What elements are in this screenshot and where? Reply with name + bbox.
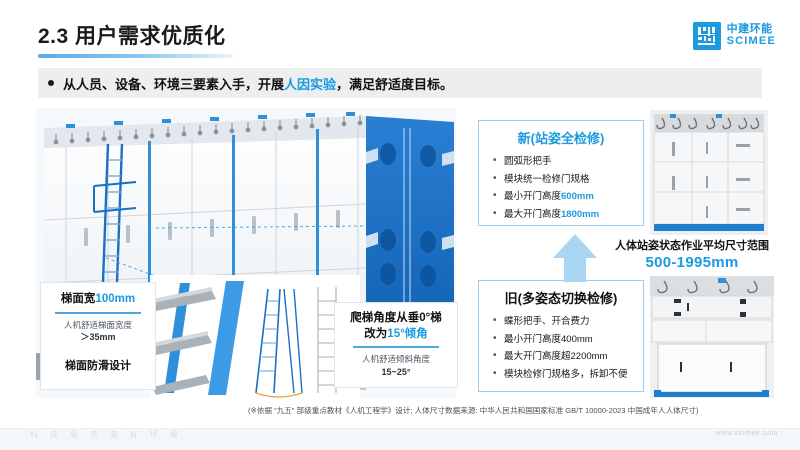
- old-design-title: 旧(多姿态切换检修): [504, 291, 618, 306]
- brand-name-cn: 中建环能: [726, 23, 773, 36]
- key-point-highlight: 人因实验: [284, 76, 337, 92]
- old-item-0-text: 蝶形把手、开合费力: [504, 316, 590, 327]
- stair-width-heading-plain: 梯面宽: [60, 293, 96, 305]
- list-item: 模块统一检修门规格: [493, 170, 643, 189]
- stair-width-heading-value: 100mm: [95, 293, 136, 305]
- brand-name-en: SCIMEE: [726, 35, 776, 47]
- human-dimension-range: 人体站姿状态作业平均尺寸范围 500-1995mm: [592, 240, 792, 273]
- page-title-text: 2.3 用户需求优质化: [38, 25, 226, 48]
- list-item: 最小开门高度600mm: [493, 187, 643, 206]
- old-design-list: 蝶形把手、开合费力 最小开门高度400mm 最大开门高度超2200mm 模块检修…: [479, 307, 643, 383]
- bullet-dot-icon: [48, 80, 54, 86]
- scimee-logo-icon: [692, 22, 721, 50]
- footnote-text: (※依据 “九五” 部级重点教材《人机工程学》设计; 人体尺寸数据来源: 中华人…: [248, 406, 699, 415]
- new-item-2-value: 600mm: [561, 191, 594, 203]
- ladder-angle-value: 15°倾角: [387, 327, 428, 340]
- new-item-0-text: 圆弧形把手: [504, 156, 552, 167]
- key-point-pre: 从人员、设备、环境三要素入手，开展: [63, 76, 285, 92]
- old-item-2-text: 最大开门高度超2200mm: [504, 351, 608, 363]
- range-value: 500-1995mm: [645, 253, 739, 271]
- stair-width-footer: 梯面防滑设计: [65, 359, 131, 372]
- stair-width-heading: 梯面宽100mm: [41, 292, 155, 308]
- brand-logo: 中建环能 SCIMEE: [692, 22, 776, 50]
- ladder-angle-sub-2: 15~25°: [381, 366, 411, 377]
- list-item: 最小开门高度400mm: [493, 330, 643, 349]
- up-arrow-icon: [552, 232, 598, 287]
- ladder-angle-card: 爬梯角度从垂0°梯 改为15°倾角 人机舒适倾斜角度 15~25°: [334, 302, 458, 388]
- range-caption: 人体站姿状态作业平均尺寸范围: [615, 240, 769, 252]
- old-item-3-text: 模块检修门规格多，拆卸不便: [504, 368, 628, 380]
- list-item: 最大开门高度1800mm: [493, 205, 643, 224]
- new-design-infobox: 新(站姿全检修) 圆弧形把手 模块统一检修门规格 最小开门高度600mm 最大开…: [478, 120, 644, 226]
- new-item-2-text: 最小开门高度: [504, 191, 562, 203]
- footer-slogan: 科技服务美好环境: [30, 430, 190, 439]
- old-cabinet-photo: [650, 276, 774, 398]
- new-item-3-value: 1800mm: [561, 208, 600, 220]
- ladder-angle-sub-1: 人机舒适倾斜角度: [361, 354, 430, 365]
- new-item-1-text: 模块统一检修门规格: [504, 173, 590, 185]
- inclined-ladder-detail: [150, 275, 360, 400]
- old-design-infobox: 旧(多姿态切换检修) 蝶形把手、开合费力 最小开门高度400mm 最大开门高度超…: [478, 280, 644, 392]
- new-design-list: 圆弧形把手 模块统一检修门规格 最小开门高度600mm 最大开门高度1800mm: [479, 147, 643, 223]
- list-item: 模块检修门规格多，拆卸不便: [493, 365, 643, 384]
- old-item-1-text: 最小开门高度400mm: [504, 333, 593, 345]
- ladder-angle-rule: [353, 346, 439, 349]
- page-title: 2.3 用户需求优质化: [38, 20, 233, 58]
- new-design-title: 新(站姿全检修): [517, 131, 605, 146]
- ladder-angle-heading: 爬梯角度从垂0°梯 改为15°倾角: [335, 311, 457, 342]
- brand-logo-text: 中建环能 SCIMEE: [727, 24, 776, 47]
- stair-width-card: 梯面宽100mm 人机舒适梯面宽度 ＞35mm 梯面防滑设计: [40, 282, 156, 390]
- bottom-bar: [0, 428, 800, 450]
- ladder-angle-line-1: 爬梯角度从垂0°梯: [350, 312, 442, 324]
- list-item: 蝶形把手、开合费力: [493, 312, 643, 331]
- new-item-3-text: 最大开门高度: [504, 208, 562, 220]
- ladder-angle-line-2: 改为15°倾角: [335, 327, 457, 343]
- stair-width-sub-1: 人机舒适梯面宽度: [63, 319, 132, 330]
- key-point-post: ，满足舒适度目标。: [336, 76, 454, 92]
- new-cabinet-photo: [650, 110, 768, 235]
- key-point-bar: 从人员、设备、环境三要素入手，开展人因实验，满足舒适度目标。: [38, 68, 762, 98]
- title-underline: [38, 54, 233, 58]
- list-item: 圆弧形把手: [493, 152, 643, 171]
- footer-website: www.scimee.com: [715, 430, 778, 437]
- list-item: 最大开门高度超2200mm: [493, 347, 643, 366]
- key-point-text: 从人员、设备、环境三要素入手，开展人因实验，满足舒适度目标。: [63, 74, 453, 93]
- stair-width-sub-2: ＞35mm: [80, 332, 116, 343]
- ladder-angle-line-2-plain: 改为: [364, 327, 388, 340]
- stair-width-rule: [55, 311, 141, 314]
